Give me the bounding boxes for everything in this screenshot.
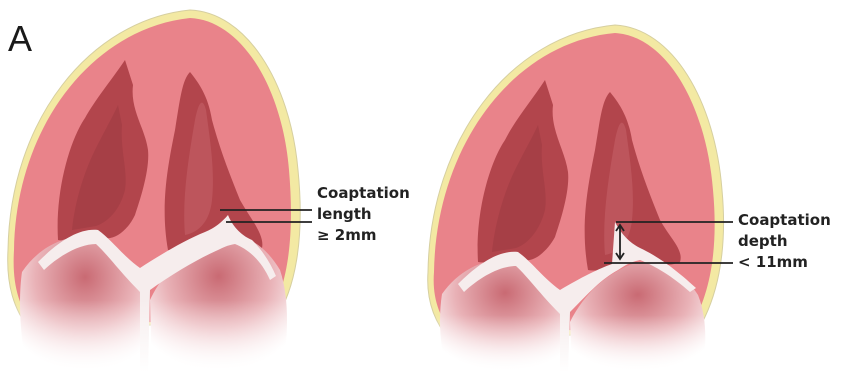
callout-line: depth [738,231,831,252]
callout-line: length [317,204,410,225]
right-heart-illustration [420,25,724,372]
left-heart-illustration [0,10,300,372]
coaptation-depth-label: Coaptation depth < 11mm [738,210,831,273]
coaptation-length-label: Coaptation length ≥ 2mm [317,183,410,246]
callout-line: Coaptation [317,183,410,204]
callout-line: Coaptation [738,210,831,231]
callout-line: < 11mm [738,252,831,273]
callout-line: ≥ 2mm [317,225,410,246]
panel-label: A [8,18,32,60]
